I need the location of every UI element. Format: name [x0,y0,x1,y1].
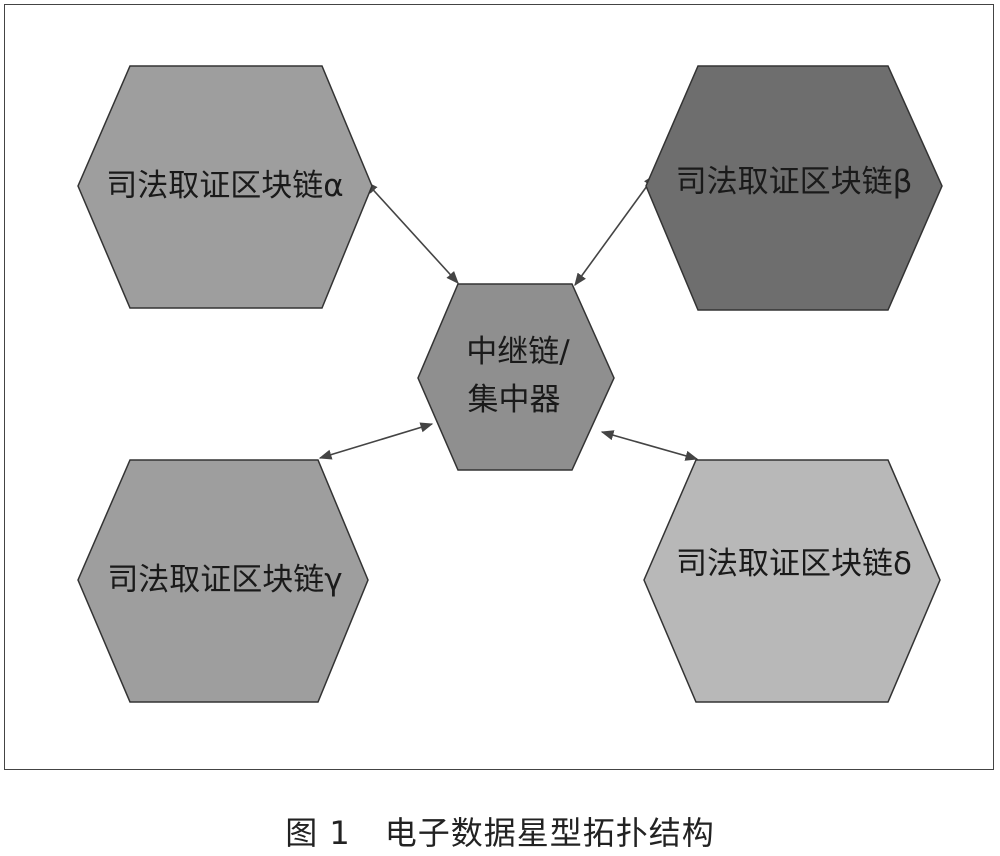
node-gamma: 司法取证区块链γ [77,459,369,703]
node-alpha: 司法取证区块链α [77,65,373,309]
edge-gamma-hub [318,422,434,460]
node-hub: 中继链/ 集中器 [417,283,615,471]
label-delta: 司法取证区块链δ [676,546,912,582]
node-beta: 司法取证区块链β [645,65,943,311]
hexagon-alpha [77,65,373,309]
hexagon-gamma [77,459,369,703]
label-hub-line2: 集中器 [468,382,561,418]
hexagon-beta [645,65,943,311]
label-hub-line1: 中继链/ [466,334,570,370]
hexagon-hub [417,283,615,471]
star-topology-diagram: 司法取证区块链α 司法取证区块链β 司法取证区块链γ 司法取证区块链δ 中继链/… [77,65,943,703]
edge-beta-hub [574,173,656,287]
hexagon-delta [643,459,941,703]
figure-number: 图 1 [285,814,351,852]
label-gamma: 司法取证区块链γ [107,562,342,598]
label-beta: 司法取证区块链β [676,164,913,200]
edge-delta-hub [600,430,699,461]
figure-title: 电子数据星型拓扑结构 [384,814,715,852]
figure-caption: 图 1 电子数据星型拓扑结构 [0,808,1000,854]
edge-alpha-hub [365,181,459,284]
node-delta: 司法取证区块链δ [643,459,941,703]
label-alpha: 司法取证区块链α [106,168,343,204]
